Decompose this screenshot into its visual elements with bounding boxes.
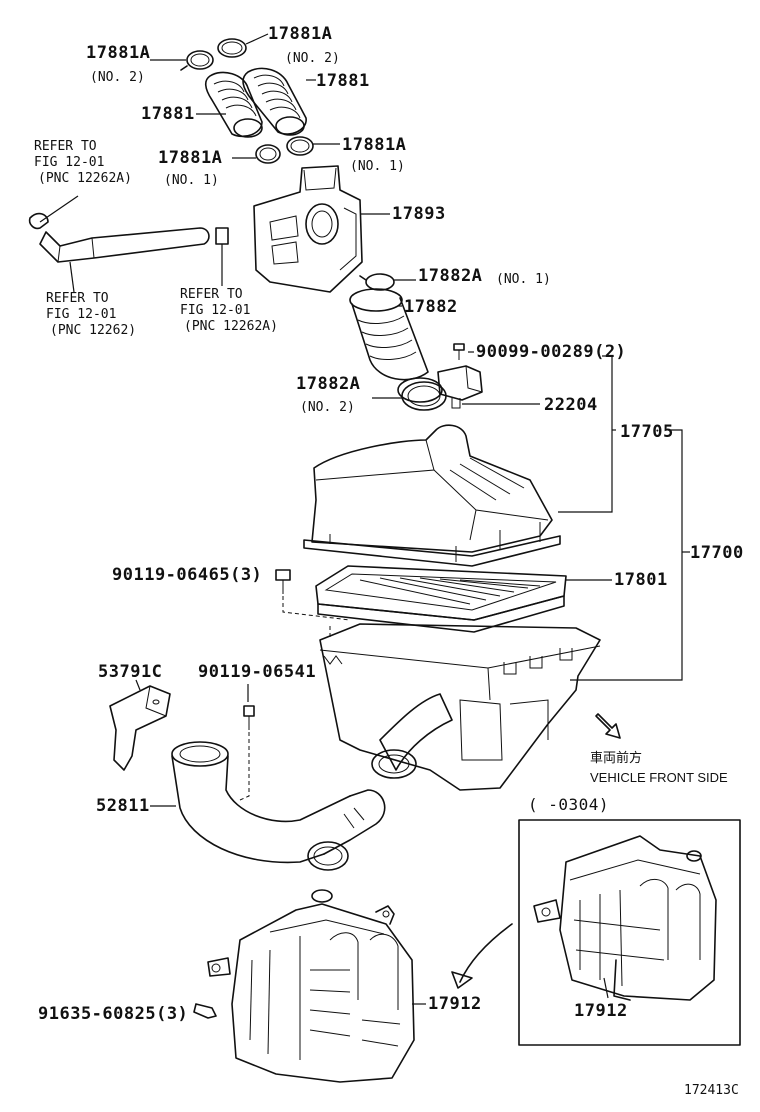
air-cleaner-case[interactable] [319, 623, 601, 791]
hose-17882[interactable] [349, 288, 443, 403]
label-refer: (PNC 12262A) [184, 319, 278, 334]
label-53791c: 53791C [98, 662, 162, 682]
label-17882a: 17882A [418, 266, 482, 286]
clamp-17881a-mid-left[interactable] [255, 144, 281, 164]
resonator-17893[interactable] [253, 165, 363, 293]
label-52811: 52811 [96, 796, 150, 816]
label-refer: FIG 12-01 [46, 307, 116, 322]
label-91635-60825: 91635-60825(3) [38, 1004, 188, 1024]
bracket-53791c[interactable] [109, 685, 171, 771]
label-17881a: 17881A [86, 43, 150, 63]
clamp-17881a-mid-right[interactable] [286, 136, 314, 156]
label-17893: 17893 [392, 204, 446, 224]
label-17882a: 17882A [296, 374, 360, 394]
bolt-91635[interactable] [193, 1003, 217, 1019]
label-17912: 17912 [428, 994, 482, 1014]
clamp-17881a-top-left[interactable] [180, 50, 214, 71]
clamp-17881a-top-right[interactable] [217, 38, 247, 58]
front-arrow-icon [595, 713, 621, 739]
label-22204: 22204 [544, 395, 598, 415]
label-refer: (PNC 12262A) [38, 171, 132, 186]
figure-code: 172413C [684, 1083, 739, 1098]
hose-17881-left[interactable] [204, 71, 263, 138]
label-refer: REFER TO [34, 139, 97, 154]
label-front-jp: 車両前方 [590, 750, 642, 766]
resonator-17912[interactable] [207, 889, 415, 1083]
label-90119-06465: 90119-06465(3) [112, 565, 262, 585]
label-front-en: VEHICLE FRONT SIDE [590, 770, 728, 785]
screw-90099[interactable] [453, 343, 465, 360]
label-no2: (NO. 2) [300, 400, 355, 415]
label-17881: 17881 [316, 71, 370, 91]
hose-17881-right[interactable] [242, 67, 307, 136]
label-90119-06541: 90119-06541 [198, 662, 316, 682]
label-refer: (PNC 12262) [50, 323, 136, 338]
vacuum-hose[interactable] [28, 212, 229, 263]
bolt-90119-06541[interactable] [243, 705, 255, 730]
air-cleaner-cap-17705[interactable] [303, 424, 561, 567]
pointer-arrow-icon [451, 923, 513, 989]
filter-element-17801[interactable] [315, 565, 567, 633]
label-no1: (NO. 1) [496, 272, 551, 287]
label-90099-00289: 90099-00289(2) [476, 342, 626, 362]
label-17881: 17881 [141, 104, 195, 124]
resonator-17912-inset[interactable] [533, 835, 717, 1001]
label-17881a: 17881A [342, 135, 406, 155]
label-no2: (NO. 2) [285, 51, 340, 66]
inset-frame [518, 819, 741, 1046]
label-date-range: ( -0304) [528, 795, 609, 814]
label-17882: 17882 [404, 297, 458, 317]
label-17912: 17912 [574, 1001, 628, 1021]
label-refer: FIG 12-01 [34, 155, 104, 170]
label-17700: 17700 [690, 543, 744, 563]
bolt-90119-06465[interactable] [275, 569, 291, 594]
clamp-17882a-no1[interactable] [359, 273, 395, 291]
label-17801: 17801 [614, 570, 668, 590]
intake-duct-52811[interactable] [171, 741, 386, 871]
label-no1: (NO. 1) [350, 159, 405, 174]
label-refer: REFER TO [46, 291, 109, 306]
label-17881a: 17881A [158, 148, 222, 168]
label-17881a: 17881A [268, 24, 332, 44]
sensor-22204[interactable] [437, 365, 483, 409]
label-17705: 17705 [620, 422, 674, 442]
label-no2: (NO. 2) [90, 70, 145, 85]
label-refer: FIG 12-01 [180, 303, 250, 318]
label-no1: (NO. 1) [164, 173, 219, 188]
label-refer: REFER TO [180, 287, 243, 302]
